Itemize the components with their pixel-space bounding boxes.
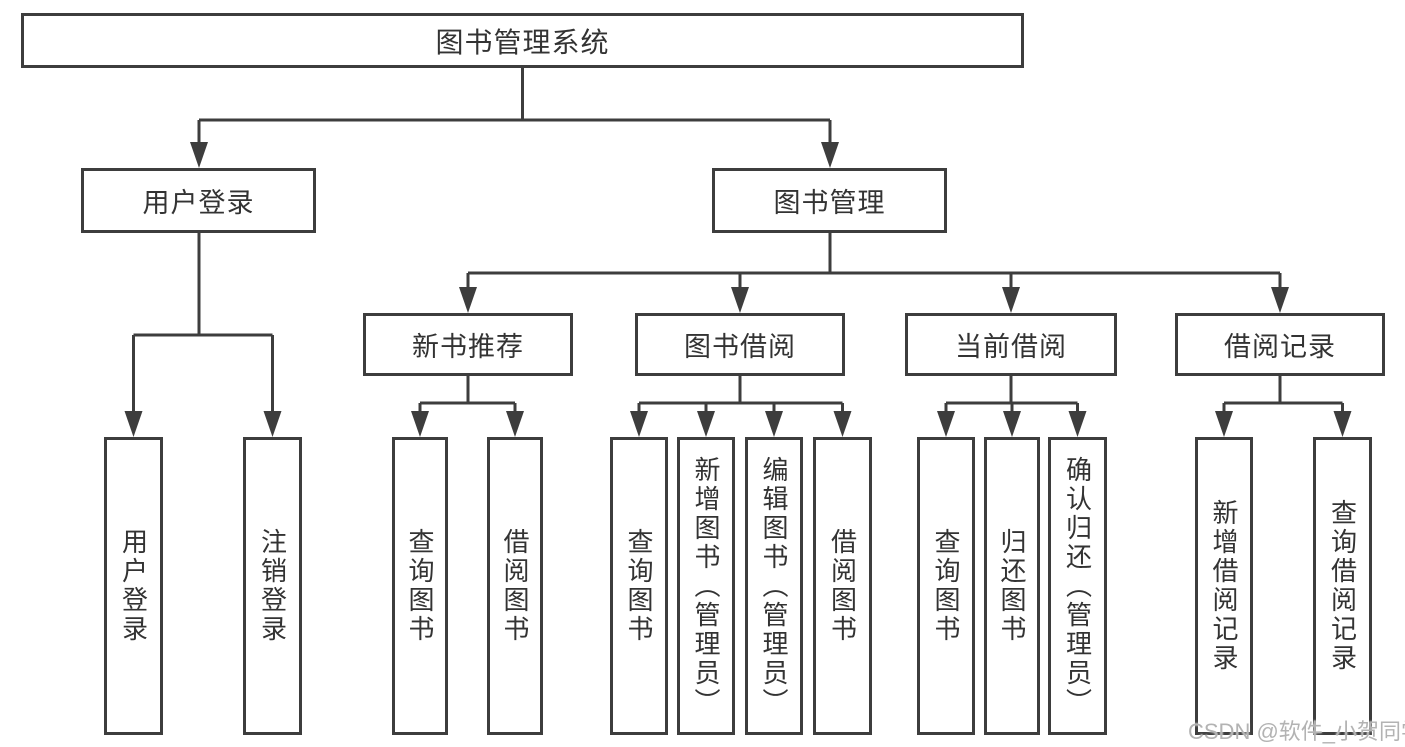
- node-current-borrowing-label: 当前借阅: [955, 332, 1067, 362]
- node-current-borrowing: 当前借阅: [905, 313, 1117, 376]
- arrowhead-bb-edit: [765, 411, 783, 437]
- leaf-borrow-add-books-admin-label: 新增图书（管理员）: [691, 455, 721, 717]
- leaf-newbook-borrow-books: 借阅图书: [487, 437, 543, 735]
- leaf-records-add-record-label: 新增借阅记录: [1209, 499, 1239, 673]
- arrowhead-cb-confirm: [1068, 411, 1087, 437]
- arrowheads: [124, 142, 1352, 437]
- arrowhead-newbook: [459, 287, 477, 313]
- leaf-records-query-record-label: 查询借阅记录: [1327, 499, 1358, 673]
- arrowhead-current: [1002, 287, 1020, 313]
- arrowhead-login: [190, 142, 208, 168]
- node-user-login-group-label: 用户登录: [142, 188, 255, 218]
- leaf-user-login-label: 用户登录: [118, 528, 149, 644]
- arrowhead-br-add: [1215, 411, 1233, 437]
- node-book-borrowing-label: 图书借阅: [684, 332, 796, 362]
- leaf-borrow-add-books-admin: 新增图书（管理员）: [677, 437, 735, 735]
- node-book-management: 图书管理: [712, 168, 947, 233]
- leaf-borrow-borrow-books: 借阅图书: [813, 437, 872, 735]
- arrowhead-logout: [263, 411, 282, 437]
- arrowhead-mgmt: [821, 142, 839, 168]
- node-borrowing-records-label: 借阅记录: [1224, 332, 1336, 362]
- leaf-current-return-books: 归还图书: [984, 437, 1040, 735]
- leaf-logout-label: 注销登录: [257, 528, 288, 644]
- arrowhead-bb-borrow: [833, 411, 852, 437]
- leaf-current-confirm-return-admin-label: 确认归还（管理员）: [1062, 455, 1093, 717]
- node-new-book-recommend-label: 新书推荐: [412, 332, 524, 362]
- arrowhead-br-query: [1333, 411, 1352, 437]
- node-new-book-recommend: 新书推荐: [363, 313, 573, 376]
- leaf-current-confirm-return-admin: 确认归还（管理员）: [1048, 437, 1107, 735]
- node-book-borrowing: 图书借阅: [635, 313, 845, 376]
- leaf-borrow-borrow-books-label: 借阅图书: [827, 528, 858, 644]
- leaf-user-login: 用户登录: [104, 437, 163, 735]
- arrowhead-bb-add: [697, 411, 715, 437]
- csdn-watermark: CSDN @软件_小贺同学: [1188, 719, 1405, 744]
- arrowhead-cb-query: [937, 411, 955, 437]
- leaf-current-query-books: 查询图书: [917, 437, 975, 735]
- arrowhead-bb-query: [630, 411, 648, 437]
- arrowhead-nb-borrow: [506, 411, 524, 437]
- leaf-borrow-edit-books-admin: 编辑图书（管理员）: [745, 437, 803, 735]
- node-book-management-label: 图书管理: [773, 188, 886, 218]
- arrowhead-nb-query: [411, 411, 429, 437]
- leaf-borrow-edit-books-admin-label: 编辑图书（管理员）: [759, 455, 789, 717]
- leaf-records-add-record: 新增借阅记录: [1195, 437, 1253, 735]
- node-borrowing-records: 借阅记录: [1175, 313, 1385, 376]
- leaf-borrow-query-books: 查询图书: [610, 437, 668, 735]
- leaf-current-return-books-label: 归还图书: [997, 528, 1027, 644]
- node-root-label: 图书管理系统: [435, 26, 610, 58]
- node-root-system: 图书管理系统: [21, 13, 1024, 68]
- leaf-newbook-query-books: 查询图书: [392, 437, 448, 735]
- leaf-newbook-borrow-books-label: 借阅图书: [500, 528, 530, 644]
- leaf-current-query-books-label: 查询图书: [931, 528, 961, 644]
- leaf-borrow-query-books-label: 查询图书: [624, 528, 654, 644]
- arrowhead-bookborrow: [731, 287, 749, 313]
- arrowhead-userlogin: [124, 411, 143, 437]
- node-user-login-group: 用户登录: [81, 168, 316, 233]
- leaf-records-query-record: 查询借阅记录: [1313, 437, 1372, 735]
- arrowhead-records: [1271, 287, 1289, 313]
- leaf-logout: 注销登录: [243, 437, 302, 735]
- arrowhead-cb-return: [1003, 411, 1021, 437]
- leaf-newbook-query-books-label: 查询图书: [405, 528, 435, 644]
